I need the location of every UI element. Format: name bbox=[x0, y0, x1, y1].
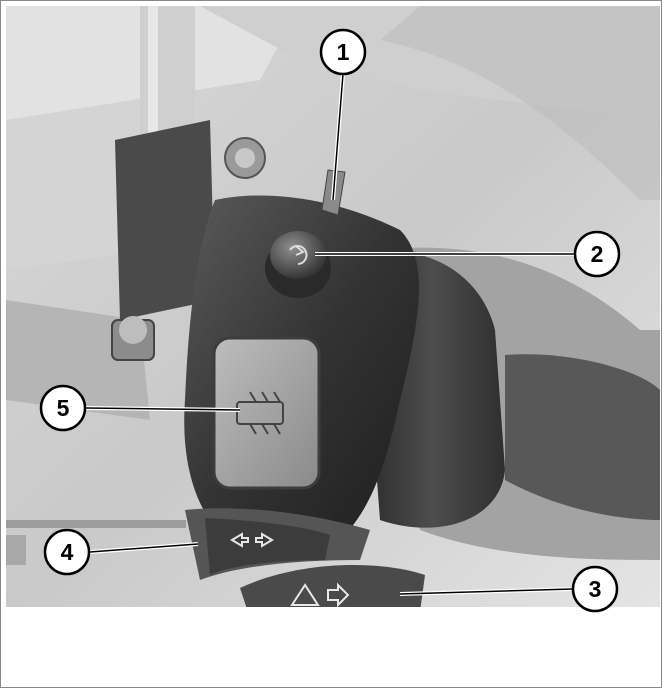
svg-text:4: 4 bbox=[61, 539, 74, 565]
svg-text:2: 2 bbox=[591, 241, 604, 267]
callout-5: 5 bbox=[39, 384, 87, 432]
heated-grip-icon bbox=[236, 391, 284, 435]
photo-area bbox=[6, 6, 660, 607]
svg-text:3: 3 bbox=[589, 576, 602, 602]
svg-text:5: 5 bbox=[57, 395, 70, 421]
callout-3: 3 bbox=[571, 565, 619, 613]
svg-text:1: 1 bbox=[337, 39, 350, 65]
cruise-control-icon bbox=[289, 245, 308, 265]
callout-1: 1 bbox=[319, 28, 367, 76]
callout-4: 4 bbox=[43, 528, 91, 576]
hazard-warning-icon bbox=[290, 582, 350, 607]
turn-signal-icon bbox=[230, 532, 274, 548]
callout-2: 2 bbox=[573, 230, 621, 278]
heated-grip-button bbox=[212, 336, 321, 490]
